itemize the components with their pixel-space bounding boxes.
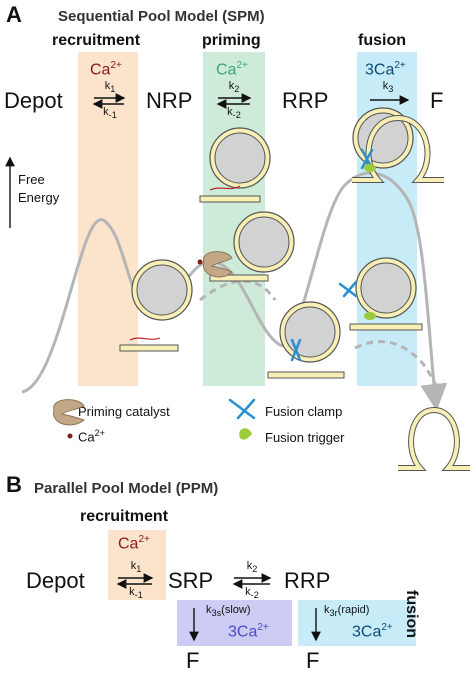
fusion-trigger-icon [239,164,376,440]
rate-k-minus-2: k-2 [220,106,248,120]
state-nrp: NRP [146,88,193,113]
rate-note: (slow) [221,604,251,616]
panel-b-state-rrp: RRP [284,568,331,593]
panel-b-rapid-calcium: 3Ca2+ [352,622,393,641]
rate-note: (rapid) [337,604,370,616]
calcium-dot-icon [197,259,203,265]
vesicle-fusion-low [349,257,423,331]
calcium-charge: 2+ [394,60,406,71]
stage-label-recruitment: recruitment [52,32,141,49]
vesicle-priming-2 [209,211,295,282]
energy-landscape-dashed [354,340,438,386]
priming-catalyst-icon [53,251,233,426]
recruitment-band [78,52,138,386]
calcium-text: Ca [216,61,237,79]
calcium-text: 3Ca [352,623,382,641]
panel-a-title: Sequential Pool Model (SPM) [58,8,265,25]
panel-b-letter: B [6,472,22,497]
panel-b-state-f-rapid: F [306,648,320,673]
fused-omega-released [398,406,470,471]
rate-subscript: -1 [108,110,117,121]
fusion-clamp-icon [228,148,374,420]
rate-symbol: k [227,106,233,118]
rate-symbol: k [245,586,251,598]
calcium-charge: 2+ [381,622,393,633]
rate-symbol: k [206,604,212,616]
calcium-text: Ca [90,61,111,79]
panel-b-title: Parallel Pool Model (PPM) [34,480,219,497]
panel-b-fusion-label: fusion [403,590,420,638]
energy-axis-label-line1: Free [18,172,45,187]
stage-label-priming: priming [202,32,261,49]
rate-subscript: 2 [252,564,258,575]
calcium-label-priming: Ca2+ [216,60,248,79]
vesicle-nrp [119,259,193,352]
panel-b-state-depot: Depot [26,568,85,593]
legend-fusion-clamp: Fusion clamp [265,404,343,419]
calcium-charge: 2+ [110,60,122,71]
legend-calcium-charge: 2+ [94,428,105,438]
arrow-nrp-rrp [216,93,252,109]
rate-symbol: k [130,560,137,572]
rate-symbol: k [129,586,135,598]
legend-priming-catalyst: Priming catalyst [78,404,170,419]
calcium-charge: 2+ [138,534,150,545]
rate-subscript: 1 [110,84,116,95]
rate-symbol: k [104,80,111,92]
rate-symbol: k [382,80,389,92]
rate-symbol: k [103,106,109,118]
arrow-depot-nrp [92,93,126,109]
calcium-charge: 2+ [257,622,269,633]
rate-subscript: 3s [211,608,222,619]
state-f: F [430,88,444,113]
calcium-text: 3Ca [228,623,258,641]
rate-subscript: 3r [329,608,338,619]
rate-k1: k1 [98,80,122,94]
calcium-text: Ca [118,535,139,553]
rate-k3: k3 [376,80,400,94]
calcium-charge: 2+ [236,60,248,71]
rate-subscript: -2 [250,590,259,601]
rate-symbol: k [324,604,330,616]
panel-b-recruitment-label: recruitment [80,508,169,525]
calcium-dot-icon [67,433,73,439]
panel-b-rate-k-minus-2: k-2 [238,586,266,600]
vesicle-rrp [267,301,345,379]
stage-label-fusion: fusion [358,32,406,49]
panel-b-rate-k-minus-1: k-1 [122,586,150,600]
panel-b-rate-k2: k2 [240,560,264,574]
energy-axis-label-line2: Energy [18,190,60,205]
rate-subscript: 2 [234,84,240,95]
panel-b-slow-calcium: 3Ca2+ [228,622,269,641]
rate-symbol: k [228,80,235,92]
panel-b-state-srp: SRP [168,568,214,593]
legend-calcium-text: Ca [78,429,95,445]
state-depot: Depot [4,88,63,113]
calcium-text: 3Ca [365,61,395,79]
panel-b-state-f-slow: F [186,648,200,673]
state-rrp: RRP [282,88,329,113]
vesicle-priming-1 [199,127,271,203]
rate-symbol: k [246,560,253,572]
energy-landscape-dashed [199,279,277,302]
legend-fusion-trigger: Fusion trigger [265,430,345,445]
calcium-label-fusion: 3Ca2+ [365,60,406,79]
rate-subscript: 1 [136,564,142,575]
rate-k-minus-1: k-1 [96,106,124,120]
rate-subscript: -1 [134,590,143,601]
calcium-label-recruitment: Ca2+ [90,60,122,79]
panel-b-calcium-label: Ca2+ [118,534,150,553]
fused-omega-released-fill [398,407,470,470]
legend-calcium: Ca2+ [78,428,105,444]
rate-subscript: -2 [232,110,241,121]
rate-k2: k2 [222,80,246,94]
rate-subscript: 3 [388,84,394,95]
panel-b-rate-k3r: k3r(rapid) [324,604,369,618]
panel-b-rate-k3s: k3s(slow) [206,604,251,618]
panel-b-rate-k1: k1 [124,560,148,574]
energy-landscape-curve [21,171,448,411]
panel-a-letter: A [6,2,22,27]
